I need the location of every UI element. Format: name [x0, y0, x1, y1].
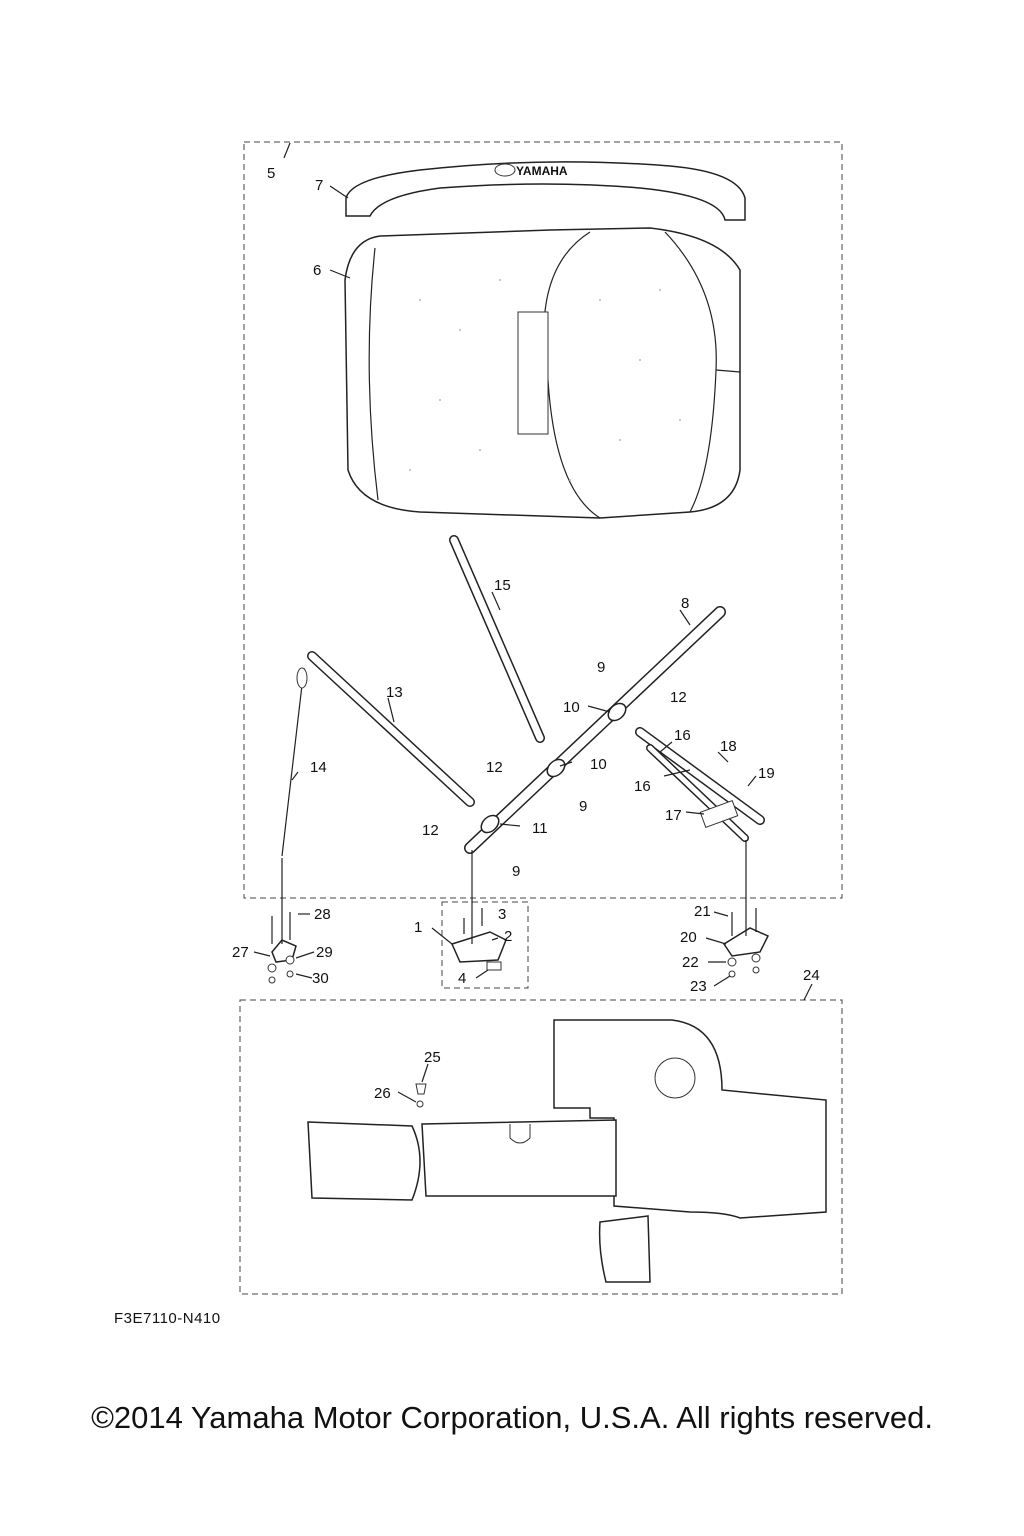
frame-tube-16 [635, 727, 765, 842]
callout-6: 6 [313, 262, 321, 279]
callout-21: 21 [694, 903, 711, 920]
callout-19: 19 [758, 765, 775, 782]
callout-24: 24 [803, 967, 820, 984]
bracket-group-box [441, 901, 529, 989]
callout-3: 3 [498, 906, 506, 923]
joint-11 [480, 814, 500, 834]
frame-tube-13 [307, 651, 475, 807]
frame-tube-15 [449, 535, 545, 743]
callout-12: 12 [422, 822, 439, 839]
callout-28: 28 [314, 906, 331, 923]
callout-10: 10 [563, 699, 580, 716]
joint-10-upper [607, 702, 627, 722]
callout-15: 15 [494, 577, 511, 594]
callout-9: 9 [597, 659, 605, 676]
callout-16: 16 [634, 778, 651, 795]
callout-22: 22 [682, 954, 699, 971]
bimini-cover-part [344, 227, 741, 519]
mat-group-box [239, 999, 843, 1295]
callout-14: 14 [310, 759, 327, 776]
callout-13: 13 [386, 684, 403, 701]
floor-mat-set [307, 1019, 827, 1283]
yamaha-brand-text: YAMAHA [516, 164, 568, 178]
strap-14 [281, 667, 308, 857]
callout-10: 10 [590, 756, 607, 773]
callout-23: 23 [690, 978, 707, 995]
callout-11: 11 [532, 820, 548, 837]
callout-9: 9 [512, 863, 520, 880]
callout-labels: 5 7 6 15 8 9 13 12 10 16 18 12 10 14 19 … [232, 165, 820, 1102]
callout-27: 27 [232, 944, 249, 961]
callout-2: 2 [504, 928, 512, 945]
callout-29: 29 [316, 944, 333, 961]
callout-20: 20 [680, 929, 697, 946]
callout-30: 30 [312, 970, 329, 987]
bracket-assembly-27 [267, 912, 297, 984]
callout-16: 16 [674, 727, 691, 744]
callout-12: 12 [486, 759, 503, 776]
callout-7: 7 [315, 177, 323, 194]
assembly-group-box [243, 141, 843, 899]
copyright-notice: ©2014 Yamaha Motor Corporation, U.S.A. A… [91, 1400, 933, 1435]
yamaha-logo-icon [494, 163, 516, 177]
callout-26: 26 [374, 1085, 391, 1102]
callout-5: 5 [267, 165, 275, 182]
washer-26 [416, 1100, 424, 1108]
callout-25: 25 [424, 1049, 441, 1066]
callout-8: 8 [681, 595, 689, 612]
leader-lines [253, 142, 813, 1103]
callout-9: 9 [579, 798, 587, 815]
top-bar-part: YAMAHA [345, 161, 746, 221]
clip-25 [415, 1083, 427, 1095]
callout-1: 1 [414, 919, 422, 936]
callout-17: 17 [665, 807, 682, 824]
callout-4: 4 [458, 970, 466, 987]
joint-10-lower [546, 758, 566, 778]
frame-tube-8 [464, 606, 726, 854]
callout-18: 18 [720, 738, 737, 755]
figure-code: F3E7110-N410 [114, 1310, 221, 1327]
callout-12: 12 [670, 689, 687, 706]
